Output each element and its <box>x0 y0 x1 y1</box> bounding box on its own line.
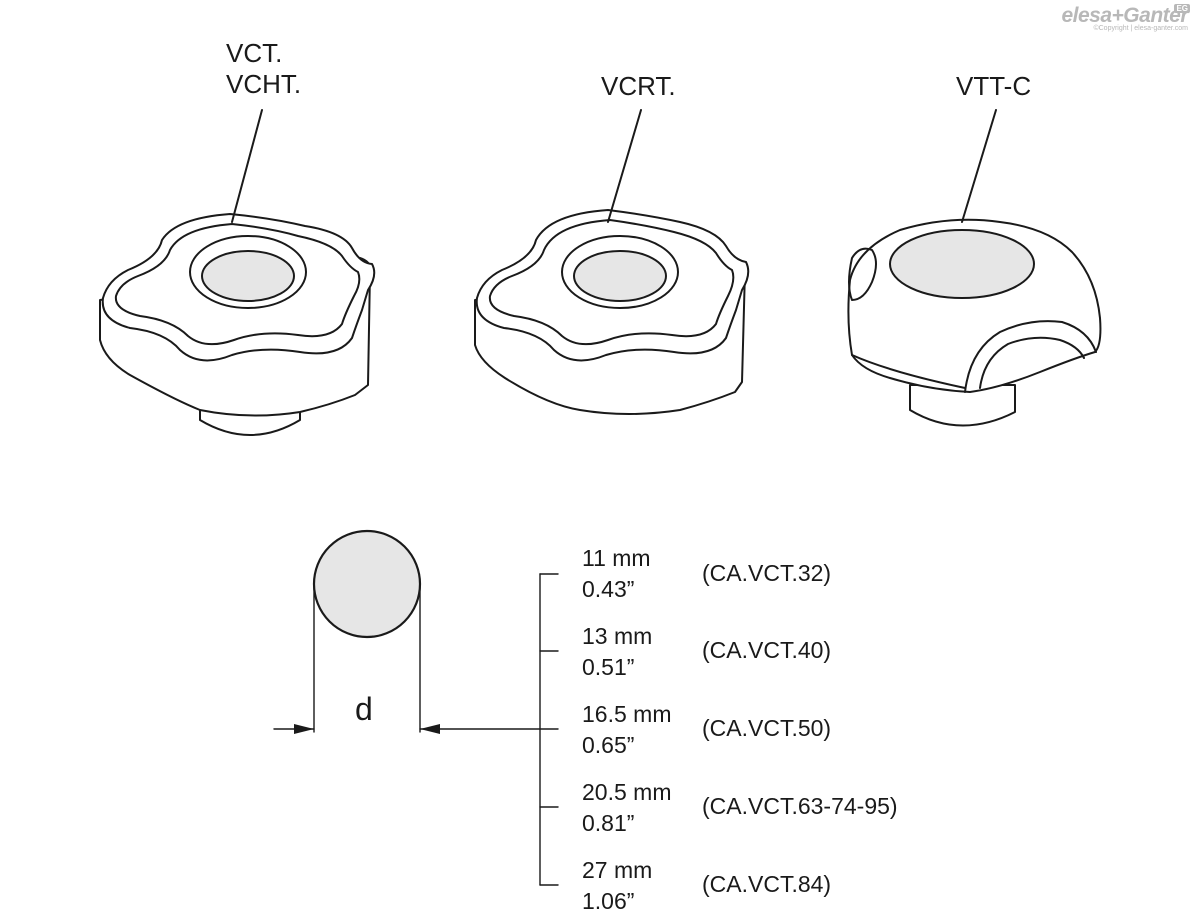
size-mm: 13 mm <box>582 623 653 649</box>
size-inch: 0.51” <box>582 654 635 680</box>
knob-vcrt-leader <box>607 109 642 223</box>
knob-vtt-left-grip <box>848 247 877 301</box>
logo-copyright: ©Copyright | elesa-ganter.com <box>1093 25 1188 32</box>
cap-circle <box>312 529 422 639</box>
label-vcrt: VCRT. <box>601 71 676 101</box>
size-code: (CA.VCT.40) <box>702 637 832 663</box>
size-mm: 11 mm <box>582 545 651 571</box>
knob-vct-cap <box>201 250 295 302</box>
elesa-ganter-logo: elesa+Ganter ©Copyright | elesa-ganter.c… <box>1061 4 1190 32</box>
size-inch: 0.65” <box>582 732 635 758</box>
size-code: (CA.VCT.84) <box>702 871 832 897</box>
knob-vtt-cap <box>889 229 1035 299</box>
knob-vct-leader <box>231 109 263 223</box>
knob-vtt-right-grip <box>964 320 1097 393</box>
size-inch: 0.43” <box>582 576 635 602</box>
knob-vcrt-lobes-inner <box>488 219 735 346</box>
size-code: (CA.VCT.50) <box>702 715 832 741</box>
knob-vcrt <box>474 109 750 415</box>
size-mm: 27 mm <box>582 857 653 883</box>
size-code: (CA.VCT.32) <box>702 560 832 586</box>
size-mm: 20.5 mm <box>582 779 672 805</box>
knob-vtt-right-grip-inner <box>979 336 1085 389</box>
knob-vtt-leader <box>961 109 997 223</box>
knob-vtt <box>847 109 1102 427</box>
cap-dimension-drawing <box>273 529 541 734</box>
label-vtt-c: VTT-C <box>956 71 1032 101</box>
arrowhead-right <box>420 724 440 734</box>
logo-badge: EG <box>1174 4 1190 13</box>
logo-brand: elesa+Ganter <box>1061 4 1188 27</box>
arrowhead-left <box>294 724 314 734</box>
label-vcht: VCHT. <box>226 69 302 99</box>
dimension-label-d: d <box>355 691 373 727</box>
size-bracket <box>539 573 559 886</box>
size-code: (CA.VCT.63-74-95) <box>702 793 898 819</box>
knob-vtt-shaft <box>909 384 1016 427</box>
label-vct: VCT. <box>226 38 283 68</box>
knob-vct <box>99 109 376 436</box>
size-inch: 1.06” <box>582 888 635 914</box>
knob-vct-lobes-inner <box>114 223 361 346</box>
knob-vtt-rim <box>851 354 966 389</box>
size-mm: 16.5 mm <box>582 701 672 727</box>
size-inch: 0.81” <box>582 810 635 836</box>
knob-vcrt-cap <box>573 250 667 302</box>
